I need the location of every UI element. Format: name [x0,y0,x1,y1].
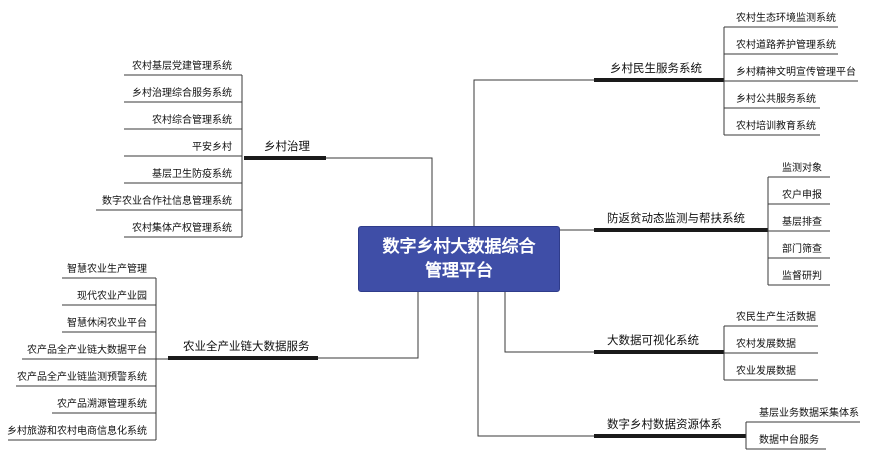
branch-governance-label: 乡村治理 [264,139,310,153]
center-title-line1: 数字乡村大数据综合 [382,237,536,257]
governance-item: 农村集体产权管理系统 [132,223,232,234]
connector-center-livelihood [473,79,594,226]
branch-agrichain-label: 农业全产业链大数据服务 [183,339,310,353]
branch-visualization-label: 大数据可视化系统 [607,333,699,347]
agrichain-item: 智慧农业生产管理 [67,264,147,275]
resources-item: 数据中台服务 [759,435,819,446]
branch-livelihood-label: 乡村民生服务系统 [610,61,702,75]
governance-item: 农村综合管理系统 [152,115,232,126]
poverty-item: 监测对象 [782,163,822,174]
center-node: 数字乡村大数据综合 管理平台 [358,226,560,292]
agrichain-item: 乡村旅游和农村电商信息化系统 [7,426,147,437]
connector-center-visualization [504,292,594,353]
visualization-item: 农村发展数据 [736,339,796,350]
livelihood-item: 农村生态环境监测系统 [736,13,836,24]
poverty-item: 基层排查 [782,217,822,228]
visualization-item: 农业发展数据 [736,366,796,377]
livelihood-item: 农村道路养护管理系统 [736,40,836,51]
agrichain-item: 农产品溯源管理系统 [57,399,147,410]
branch-resources-label: 数字乡村数据资源体系 [607,417,722,431]
governance-item: 基层卫生防疫系统 [152,169,232,180]
connector-center-resources [477,292,594,437]
livelihood-item: 农村培训教育系统 [736,121,816,132]
governance-item: 乡村治理综合服务系统 [132,88,232,99]
governance-item: 农村基层党建管理系统 [132,61,232,72]
livelihood-item: 乡村公共服务系统 [736,94,816,105]
visualization-item: 农民生产生活数据 [736,312,816,323]
poverty-item: 农户申报 [782,190,822,201]
poverty-item: 监督研判 [782,271,822,282]
poverty-item: 部门筛查 [782,244,822,255]
governance-item: 数字农业合作社信息管理系统 [102,196,232,207]
resources-item: 基层业务数据采集体系 [759,408,859,419]
center-title-line2: 管理平台 [425,261,493,281]
governance-item: 平安乡村 [192,142,232,153]
agrichain-item: 农产品全产业链监测预警系统 [17,372,147,383]
agrichain-item: 农产品全产业链大数据平台 [27,345,147,356]
connector-center-agrichain [318,292,419,359]
branch-poverty-label: 防返贫动态监测与帮扶系统 [607,211,745,225]
agrichain-item: 智慧休闲农业平台 [67,318,147,329]
livelihood-item: 乡村精神文明宣传管理平台 [736,67,856,78]
connector-center-governance [324,157,433,226]
agrichain-item: 现代农业产业园 [77,291,147,302]
